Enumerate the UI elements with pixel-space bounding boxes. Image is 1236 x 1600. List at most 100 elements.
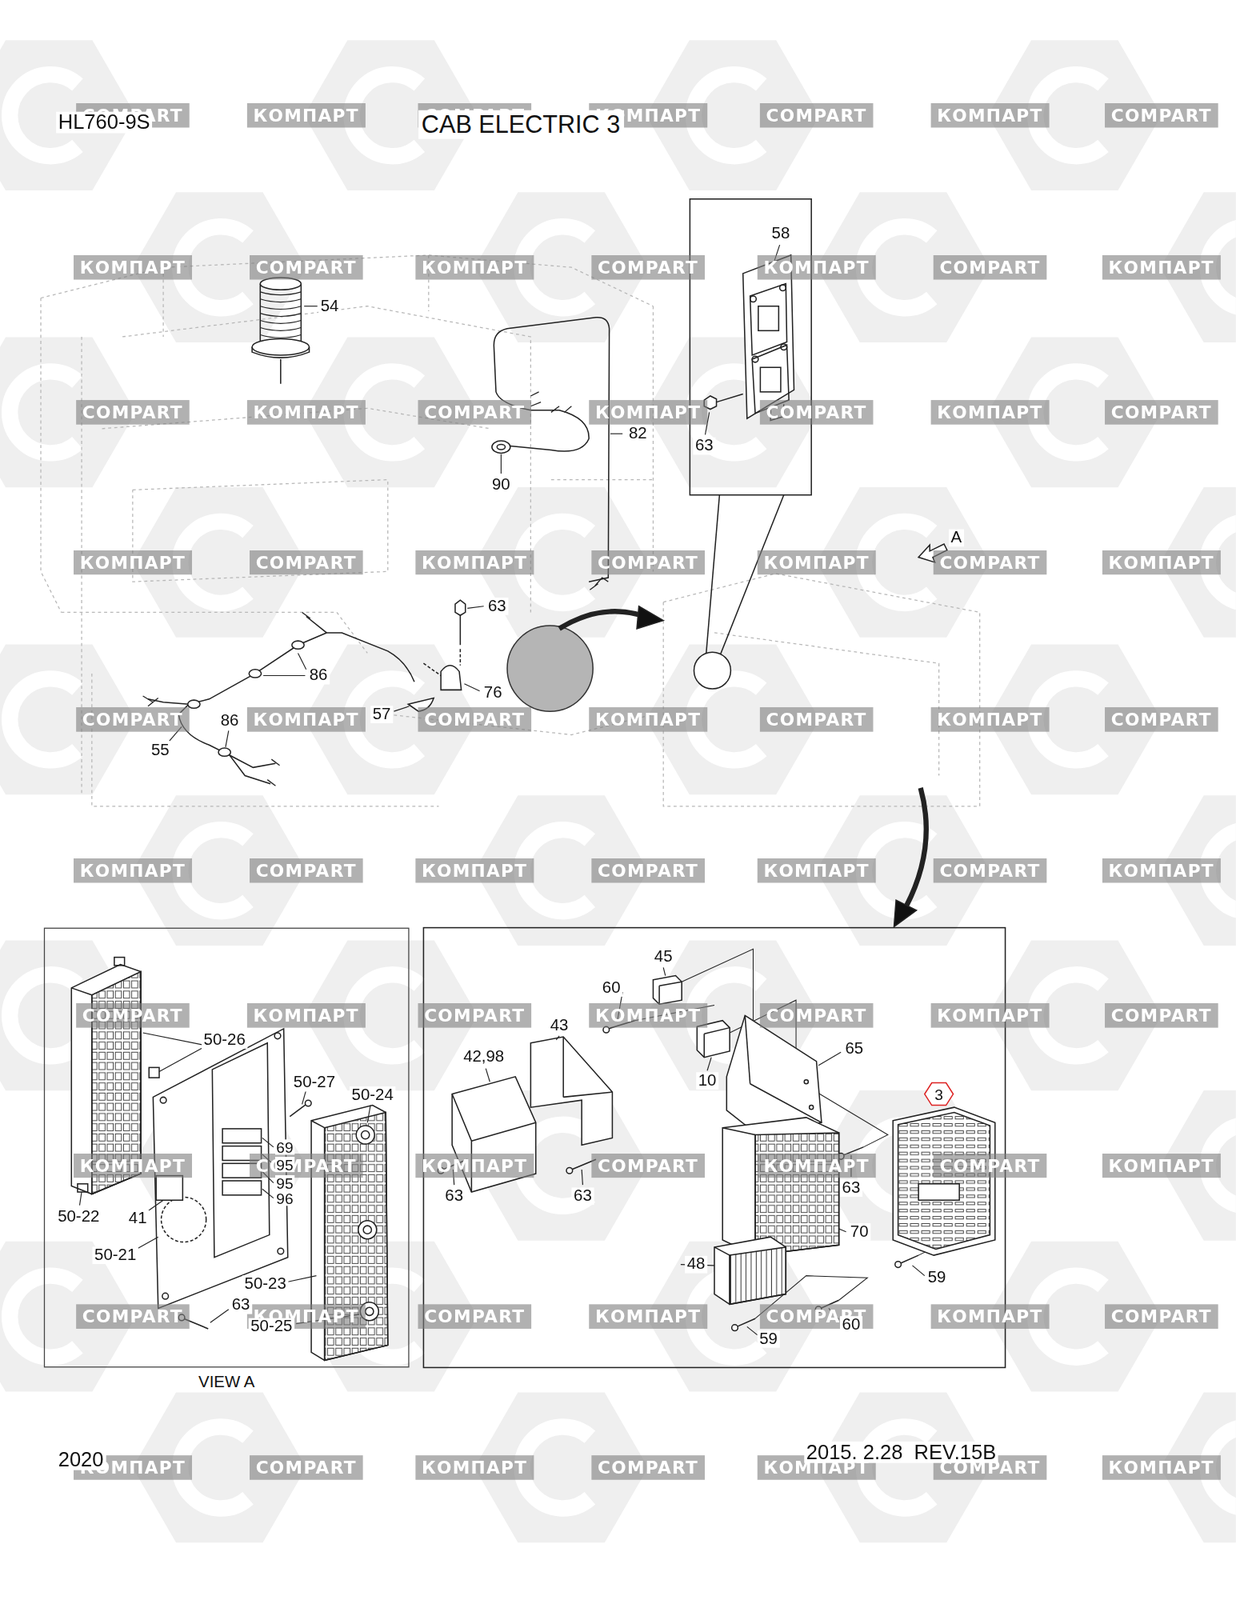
watermark: КОМПАРТ [588, 400, 708, 425]
bolt [566, 1167, 573, 1174]
watermark: КОМПАРТ [1102, 1455, 1221, 1480]
leader-lines [707, 1057, 712, 1072]
fuse-relay-block [722, 1117, 839, 1256]
watermark: COMPART [1104, 400, 1218, 425]
watermark: КОМПАРТ [415, 1455, 534, 1480]
watermark: COMPART [933, 255, 1047, 280]
cab-outline [40, 255, 980, 807]
watermark: COMPART [760, 400, 873, 425]
relay [703, 1033, 705, 1057]
header-text: HL760-9S [56, 112, 152, 134]
relay [156, 1176, 183, 1201]
bracket-box [563, 1092, 612, 1097]
wire-harness [492, 440, 511, 453]
callout-number: 63 [229, 1296, 252, 1314]
wire-harness [496, 444, 505, 450]
fuse-box [77, 1184, 88, 1192]
flasher-unit [728, 1255, 731, 1304]
bolt [895, 1261, 902, 1268]
watermark: COMPART [591, 255, 704, 280]
fuse-relay-block [722, 1117, 839, 1256]
clamp [460, 615, 462, 645]
flasher-unit [714, 1236, 786, 1304]
callout-number: 65 [843, 1040, 866, 1058]
callout-number: 59 [925, 1268, 948, 1286]
bracket [726, 1015, 822, 1133]
wire-harness [493, 317, 609, 583]
watermark: КОМПАРТ [73, 858, 192, 884]
beacon-lamp [252, 347, 309, 358]
bolt [716, 393, 744, 402]
switch-panel [356, 1125, 375, 1144]
watermark: COMPART [1104, 707, 1218, 732]
watermark: COMPART [933, 858, 1047, 884]
watermark: COMPART [249, 550, 363, 576]
leader-lines [912, 1265, 924, 1276]
leader-lines [80, 1192, 83, 1206]
relay [658, 985, 660, 1004]
detail-frame [689, 199, 812, 496]
switch-panel [311, 1120, 325, 1128]
relay [659, 981, 682, 986]
watermark: COMPART [249, 1455, 363, 1480]
wire-harness [589, 577, 608, 590]
control-module [758, 306, 780, 332]
transfer-arrow [636, 606, 664, 629]
relay [222, 1180, 261, 1196]
bolt [900, 1255, 919, 1264]
cab-outline [40, 298, 62, 613]
watermark: COMPART [76, 707, 189, 732]
leader-lines [225, 730, 229, 747]
mounting-plate [277, 1248, 284, 1255]
callout-number: 50-21 [92, 1246, 139, 1264]
detail-frame [706, 495, 720, 654]
wire-harness [248, 669, 261, 678]
mounting-plate [162, 1292, 169, 1300]
watermark: КОМПАРТ [1102, 550, 1221, 576]
callout-number: 58 [769, 224, 792, 242]
bolt [178, 1100, 312, 1329]
clamp [460, 648, 462, 665]
watermark: COMPART [249, 1153, 363, 1179]
callout-number: 43 [548, 1016, 571, 1034]
watermark: КОМПАРТ [931, 400, 1050, 425]
callout-number: 55 [148, 741, 172, 759]
callout-number: 63 [692, 437, 716, 455]
watermark: КОМПАРТ [73, 550, 192, 576]
watermark: COMPART [1104, 1304, 1218, 1329]
leader-lines [143, 1032, 205, 1045]
cab-outline [92, 673, 440, 807]
wire-harness [292, 640, 304, 649]
watermark: COMPART [591, 1153, 704, 1179]
watermark: COMPART [418, 400, 532, 425]
beacon-lamp [260, 292, 301, 338]
beacon-lamp [280, 359, 282, 384]
watermark: КОМПАРТ [757, 550, 876, 576]
watermark: COMPART [76, 400, 189, 425]
switch-panel [365, 1307, 374, 1316]
bracket-box [562, 1036, 564, 1097]
watermark: COMPART [933, 550, 1047, 576]
controller [898, 1112, 991, 1250]
leader-lines [298, 652, 307, 669]
leader-lines [556, 1036, 560, 1040]
fuse-box [114, 957, 125, 966]
watermark: КОМПАРТ [247, 103, 366, 128]
leader-lines [262, 1188, 274, 1198]
callout-number: 63 [485, 597, 508, 615]
leader-lines [159, 1047, 204, 1072]
controller [892, 1107, 996, 1256]
leader-lines [288, 1276, 317, 1283]
cab-outline [551, 479, 654, 480]
watermark: КОМПАРТ [415, 255, 534, 280]
leader-lines [485, 1068, 490, 1083]
callout-number: 63 [443, 1187, 466, 1204]
callout-number: 86 [218, 712, 241, 729]
watermark: КОМПАРТ [1102, 1153, 1221, 1179]
fuse-relay-block [754, 1135, 756, 1256]
bolt [289, 1104, 306, 1116]
view-arrow [906, 788, 927, 907]
